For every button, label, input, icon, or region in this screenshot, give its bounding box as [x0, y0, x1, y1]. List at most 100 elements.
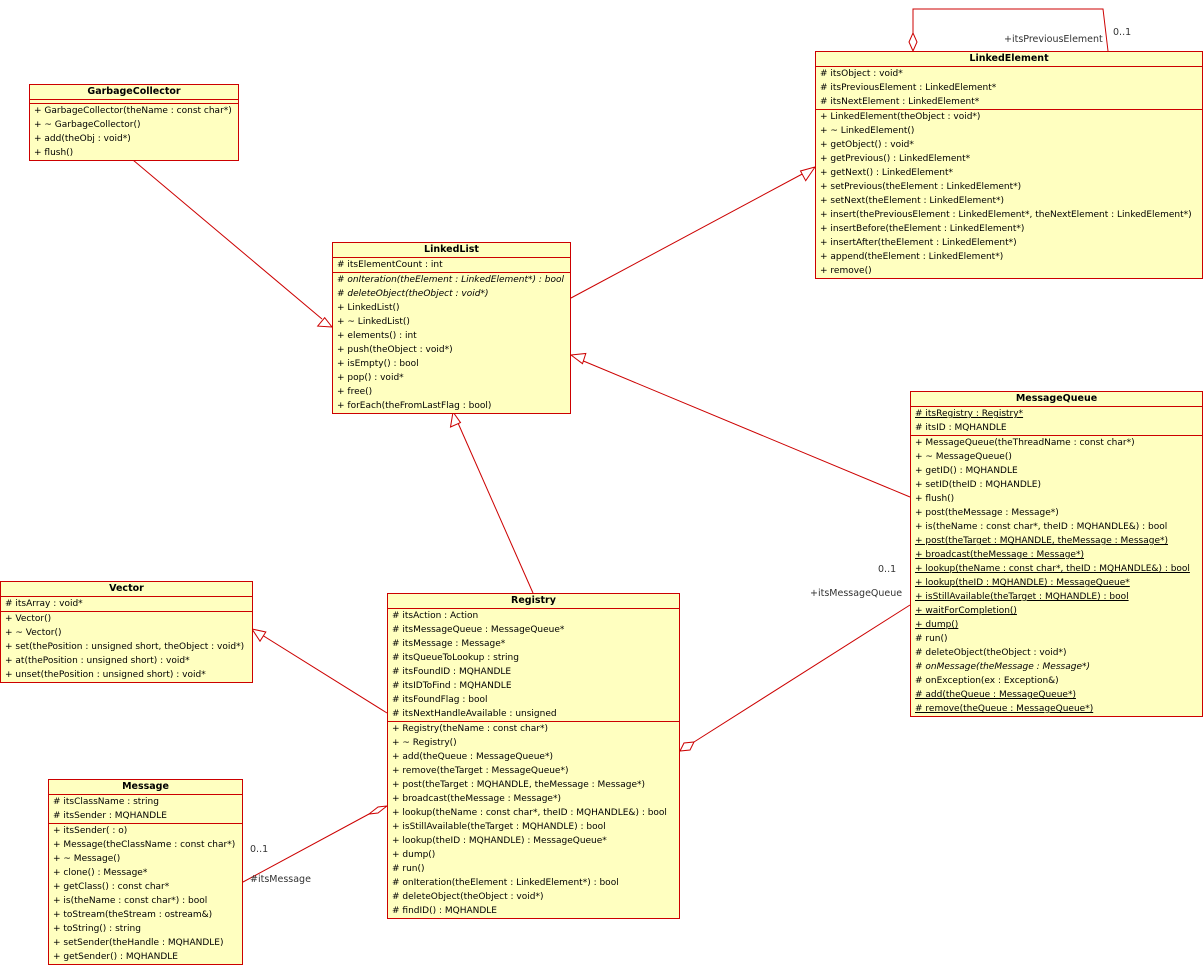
linked-list-class[interactable]: LinkedList# itsElementCount : int # onIte… [332, 242, 571, 414]
operation-row: + push(theObject : void*) [337, 345, 453, 355]
operation-row: + set(thePosition : unsigned short, theO… [5, 642, 245, 652]
attribute-row: # itsMessageQueue : MessageQueue* [392, 625, 565, 635]
operation-row: + LinkedList() [337, 303, 400, 313]
operation-row: + isStillAvailable(theTarget : MQHANDLE)… [392, 822, 606, 832]
message-queue-class-name: MessageQueue [911, 392, 1202, 407]
message-queue-generalization-arrowhead [569, 352, 587, 365]
message-attributes-compartment: # itsClassName : string # itsSender : MQH… [49, 795, 242, 824]
operation-row: + clone() : Message* [53, 868, 148, 878]
attribute-row: # itsPreviousElement : LinkedElement* [820, 83, 997, 93]
operation-row: + setID(theID : MQHANDLE) [915, 480, 1042, 490]
operation-row: # findID() : MQHANDLE [392, 906, 497, 916]
attribute-row: # itsNextHandleAvailable : unsigned [392, 709, 557, 719]
registry-class-name: Registry [388, 594, 679, 609]
operation-row: + post(theTarget : MQHANDLE, theMessage … [392, 780, 646, 790]
operation-row: + LinkedElement(theObject : void*) [820, 112, 981, 122]
operation-row: + Vector() [5, 614, 52, 624]
operation-row: # onMessage(theMessage : Message*) [915, 662, 1090, 672]
garbage-collector-operations-compartment: + GarbageCollector(theName : const char*… [30, 104, 238, 160]
operation-row: + getID() : MQHANDLE [915, 466, 1018, 476]
attribute-row: # itsID : MQHANDLE [915, 423, 1007, 433]
vector-generalization-arrowhead [250, 628, 267, 643]
operation-row: + getObject() : void* [820, 140, 914, 150]
operation-row: # onIteration(theElement : LinkedElement… [392, 878, 619, 888]
operation-row: + getClass() : const char* [53, 882, 170, 892]
operation-row: + ~ Registry() [392, 738, 457, 748]
operation-row: + setNext(theElement : LinkedElement*) [820, 196, 1005, 206]
garbage-collector-generalization-arrowhead [316, 316, 334, 328]
operation-row: + add(theQueue : MessageQueue*) [392, 752, 553, 762]
registry-operations-compartment: + Registry(theName : const char*) + ~ Reg… [388, 722, 679, 918]
vector-class[interactable]: Vector# itsArray : void*+ Vector()+ ~ Ve… [0, 581, 253, 683]
operation-row: + post(theTarget : MQHANDLE, theMessage … [915, 536, 1169, 546]
registry-vector-generalization-line [261, 634, 388, 714]
linked-list-attributes-compartment: # itsElementCount : int [333, 258, 570, 273]
operation-row: + Message(theClassName : const char*) [53, 840, 236, 850]
registry-message-queue-aggregation-line [693, 604, 911, 743]
message-queue-class[interactable]: MessageQueue# itsRegistry : Registry*# i… [910, 391, 1203, 717]
attribute-row: # itsSender : MQHANDLE [53, 811, 167, 821]
operation-row: + post(theMessage : Message*) [915, 508, 1059, 518]
attribute-row: # itsNextElement : LinkedElement* [820, 97, 980, 107]
linked-element-self-aggregation-diamond [908, 31, 918, 53]
operation-row: + flush() [34, 148, 74, 158]
linked-element-class[interactable]: LinkedElement# itsObject : void*# itsPre… [815, 51, 1203, 279]
attribute-row: # itsArray : void* [5, 599, 83, 609]
operation-row: + lookup(theName : const char*, theID : … [392, 808, 667, 818]
registry-class[interactable]: Registry# itsAction : Action# itsMessage… [387, 593, 680, 919]
operation-row: + lookup(theName : const char*, theID : … [915, 564, 1190, 574]
operation-row: + toStream(theStream : ostream&) [53, 910, 213, 920]
operation-row: # deleteObject(theObject : void*) [392, 892, 544, 902]
operation-row: # onException(ex : Exception&) [915, 676, 1059, 686]
operation-row: # run() [915, 634, 948, 644]
message-queue-attributes-compartment: # itsRegistry : Registry* # itsID : MQHAN… [911, 407, 1202, 436]
operation-row: + lookup(theID : MQHANDLE) : MessageQueu… [915, 578, 1130, 588]
operation-row: + insert(thePreviousElement : LinkedElem… [820, 210, 1192, 220]
linked-list-operations-compartment: # onIteration(theElement : LinkedElement… [333, 273, 570, 413]
attribute-row: # itsFoundFlag : bool [392, 695, 488, 705]
its-message-role-label: #itsMessage [250, 874, 311, 885]
linked-element-attributes-compartment: # itsObject : void*# itsPreviousElement … [816, 67, 1202, 110]
garbage-collector-class[interactable]: GarbageCollector+ GarbageCollector(theNa… [29, 84, 239, 161]
message-queue-operations-compartment: + MessageQueue(theThreadName : const cha… [911, 436, 1202, 716]
attribute-row: # itsQueueToLookup : string [392, 653, 519, 663]
operation-row: # remove(theQueue : MessageQueue*) [915, 704, 1094, 714]
operation-row: + is(theName : const char*, theID : MQHA… [915, 522, 1168, 532]
operation-row: + add(theObj : void*) [34, 134, 131, 144]
operation-row: + getNext() : LinkedElement* [820, 168, 954, 178]
operation-row: + getSender() : MQHANDLE [53, 952, 178, 962]
operation-row: + ~ LinkedList() [337, 317, 410, 327]
attribute-row: # itsRegistry : Registry* [915, 409, 1024, 419]
vector-class-name: Vector [1, 582, 252, 597]
operation-row: + ~ MessageQueue() [915, 452, 1012, 462]
vector-attributes-compartment: # itsArray : void* [1, 597, 252, 612]
operation-row: + getPrevious() : LinkedElement* [820, 154, 971, 164]
message-registry-association-line [242, 813, 370, 883]
linked-list-class-name: LinkedList [333, 243, 570, 258]
operation-row: + Registry(theName : const char*) [392, 724, 548, 734]
operation-row: + setSender(theHandle : MQHANDLE) [53, 938, 224, 948]
operation-row: + insertAfter(theElement : LinkedElement… [820, 238, 1017, 248]
operation-row: # deleteObject(theObject : void*) [915, 648, 1067, 658]
message-class-name: Message [49, 780, 242, 795]
operation-row: + GarbageCollector(theName : const char*… [34, 106, 232, 116]
registry-message-queue-aggregation-diamond [679, 741, 695, 752]
operation-row: + lookup(theID : MQHANDLE) : MessageQueu… [392, 836, 607, 846]
linked-element-operations-compartment: + LinkedElement(theObject : void*) + ~ Li… [816, 110, 1202, 278]
linked-element-self-association-line [912, 8, 1109, 52]
message-class[interactable]: Message # itsClassName : string # itsSende… [48, 779, 243, 965]
operation-row: # deleteObject(theObject : void*) [337, 289, 489, 299]
garbage-collector-attributes-compartment [30, 100, 238, 104]
attribute-row: # itsClassName : string [53, 797, 159, 807]
operation-row: + isStillAvailable(theTarget : MQHANDLE)… [915, 592, 1129, 602]
operation-row: # onIteration(theElement : LinkedElement… [337, 275, 565, 285]
registry-generalization-arrowhead [449, 410, 462, 428]
operation-row: + ~ LinkedElement() [820, 126, 915, 136]
its-previous-element-multiplicity-label: 0..1 [1113, 27, 1132, 38]
operation-row: + ~ GarbageCollector() [34, 120, 141, 130]
its-message-multiplicity-label: 0..1 [250, 844, 269, 855]
operation-row: + setPrevious(theElement : LinkedElement… [820, 182, 1022, 192]
linked-list-to-linked-element-line [570, 171, 807, 299]
operation-row: + MessageQueue(theThreadName : const cha… [915, 438, 1135, 448]
operation-row: + append(theElement : LinkedElement*) [820, 252, 1004, 262]
